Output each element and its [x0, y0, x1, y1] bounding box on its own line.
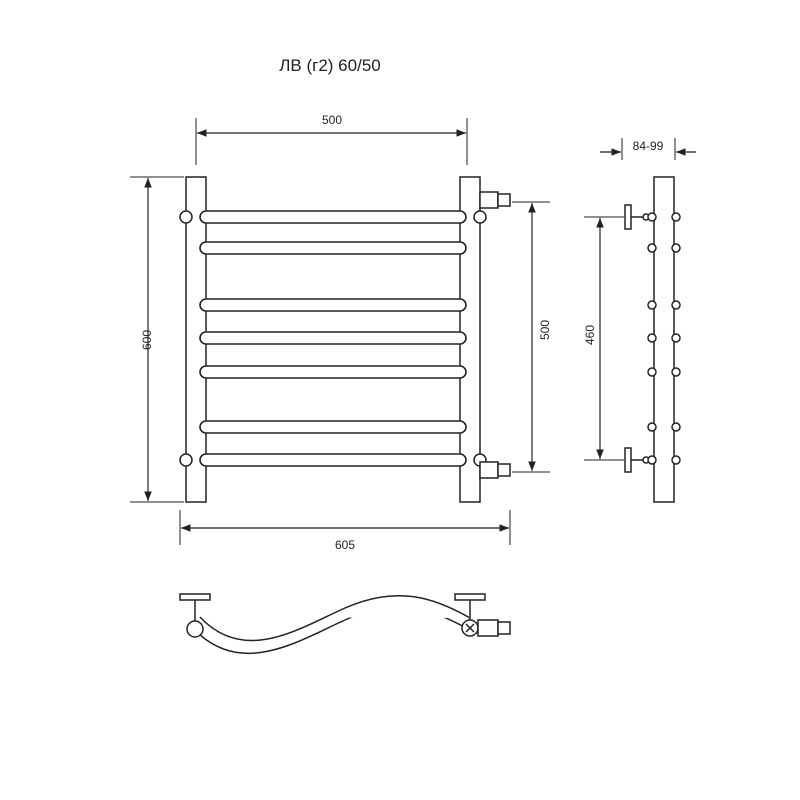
front-view: 500 600 500 605: [130, 113, 552, 552]
rung: [199, 298, 467, 312]
side-rung-stub: [647, 367, 657, 377]
side-rung-stub: [647, 243, 657, 253]
dim-center-distance: 500: [512, 201, 552, 473]
drawing-title: ЛВ (г2) 60/50: [279, 56, 381, 75]
rung: [199, 331, 467, 345]
dim-wall-offset: 84-99: [600, 138, 696, 160]
top-view-right-bracket: [454, 593, 486, 601]
dim-top-width: 500: [195, 113, 468, 165]
dim-center-distance-label: 500: [538, 320, 552, 340]
rungs: [199, 210, 467, 467]
side-rung-stub: [671, 212, 681, 222]
dim-wall-offset-label: 84-99: [633, 139, 664, 153]
rung: [199, 453, 467, 467]
top-view-left-bracket: [179, 593, 211, 601]
side-rung-stub: [671, 422, 681, 432]
side-rung-stub: [671, 455, 681, 465]
dim-mount-spacing: 460: [583, 216, 624, 461]
dim-overall-height-label: 600: [140, 330, 154, 350]
top-view-left-end: [186, 620, 204, 638]
side-rung-stub: [671, 243, 681, 253]
rung: [199, 365, 467, 379]
right-top-bracket: [473, 210, 487, 224]
side-rung-stub: [647, 422, 657, 432]
top-connection: [479, 191, 511, 209]
side-rung-stub: [671, 333, 681, 343]
side-rung-stub: [671, 300, 681, 310]
dim-overall-width-label: 605: [335, 538, 355, 552]
rung: [199, 241, 467, 255]
left-bottom-bracket: [179, 453, 193, 467]
top-view: [179, 593, 511, 655]
rung: [199, 420, 467, 434]
dim-top-width-label: 500: [322, 113, 342, 127]
dim-mount-spacing-label: 460: [583, 325, 597, 345]
dim-overall-width: 605: [179, 510, 511, 552]
rung: [199, 210, 467, 224]
side-rung-stub: [647, 333, 657, 343]
side-rung-stub: [671, 367, 681, 377]
left-top-bracket: [179, 210, 193, 224]
dim-overall-height: 600: [130, 176, 184, 503]
top-view-body-inner: [199, 594, 471, 642]
side-rung-stub: [647, 212, 657, 222]
side-rung-stub: [647, 455, 657, 465]
top-view-connection: [477, 619, 499, 637]
side-rung-stub: [647, 300, 657, 310]
side-upright: [653, 176, 675, 503]
side-rung-stubs: [647, 212, 681, 465]
side-view: 84-99 460: [583, 138, 696, 503]
bottom-connection: [479, 461, 511, 479]
